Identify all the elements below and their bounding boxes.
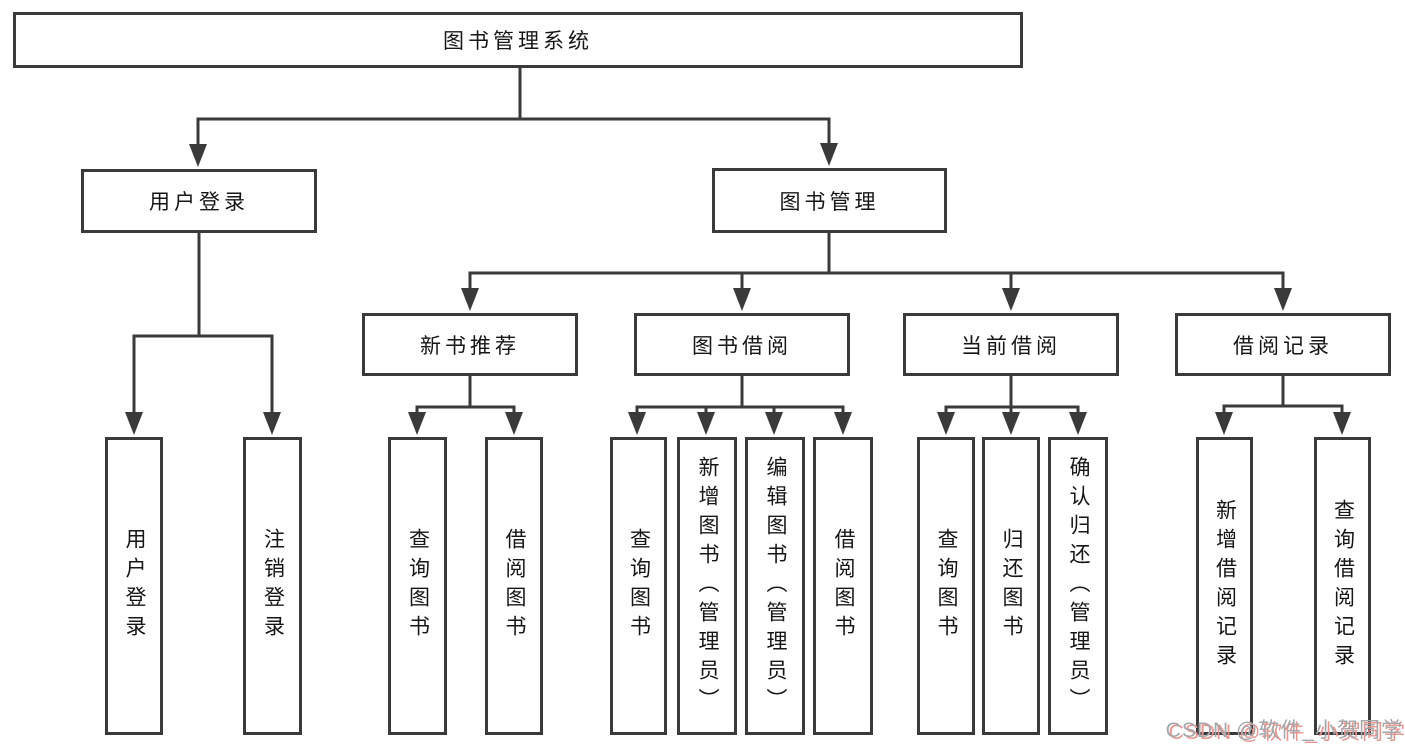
leaf-query-borrow-record: 查询借阅记录 (1314, 437, 1371, 735)
node-root: 图书管理系统 (13, 12, 1023, 68)
node-new-book-recommend: 新书推荐 (362, 313, 578, 376)
node-borrow-records: 借阅记录 (1175, 313, 1391, 376)
leaf-logout: 注销登录 (243, 437, 302, 735)
connector-current-borrow-children (937, 376, 1087, 435)
leaf-borrow-books-recommend: 借阅图书 (485, 437, 543, 735)
connector-user-login-children (125, 233, 281, 435)
connector-book-management-to-level3 (461, 233, 1292, 311)
node-book-management: 图书管理 (712, 168, 947, 233)
leaf-add-borrow-record: 新增借阅记录 (1196, 437, 1253, 735)
leaf-add-book-admin: 新增图书（管理员） (677, 437, 737, 735)
leaf-confirm-return-admin: 确认归还（管理员） (1048, 437, 1108, 735)
leaf-query-books-current: 查询图书 (917, 437, 975, 735)
leaf-user-login: 用户登录 (105, 437, 163, 735)
connector-root-to-level2 (189, 68, 838, 167)
watermark: CSDN @软件_小贺同学 (1165, 719, 1403, 742)
node-user-login: 用户登录 (81, 169, 317, 233)
leaf-query-books-borrow: 查询图书 (610, 437, 667, 735)
leaf-query-books-recommend: 查询图书 (388, 437, 447, 735)
connector-book-borrow-children (628, 376, 852, 435)
connector-new-book-recommend-children (408, 376, 523, 435)
leaf-edit-book-admin: 编辑图书（管理员） (745, 437, 805, 735)
leaf-borrow-books: 借阅图书 (813, 437, 873, 735)
node-book-borrow: 图书借阅 (634, 313, 850, 376)
connector-borrow-records-children (1215, 376, 1351, 435)
node-current-borrow: 当前借阅 (903, 313, 1119, 376)
leaf-return-books: 归还图书 (982, 437, 1040, 735)
